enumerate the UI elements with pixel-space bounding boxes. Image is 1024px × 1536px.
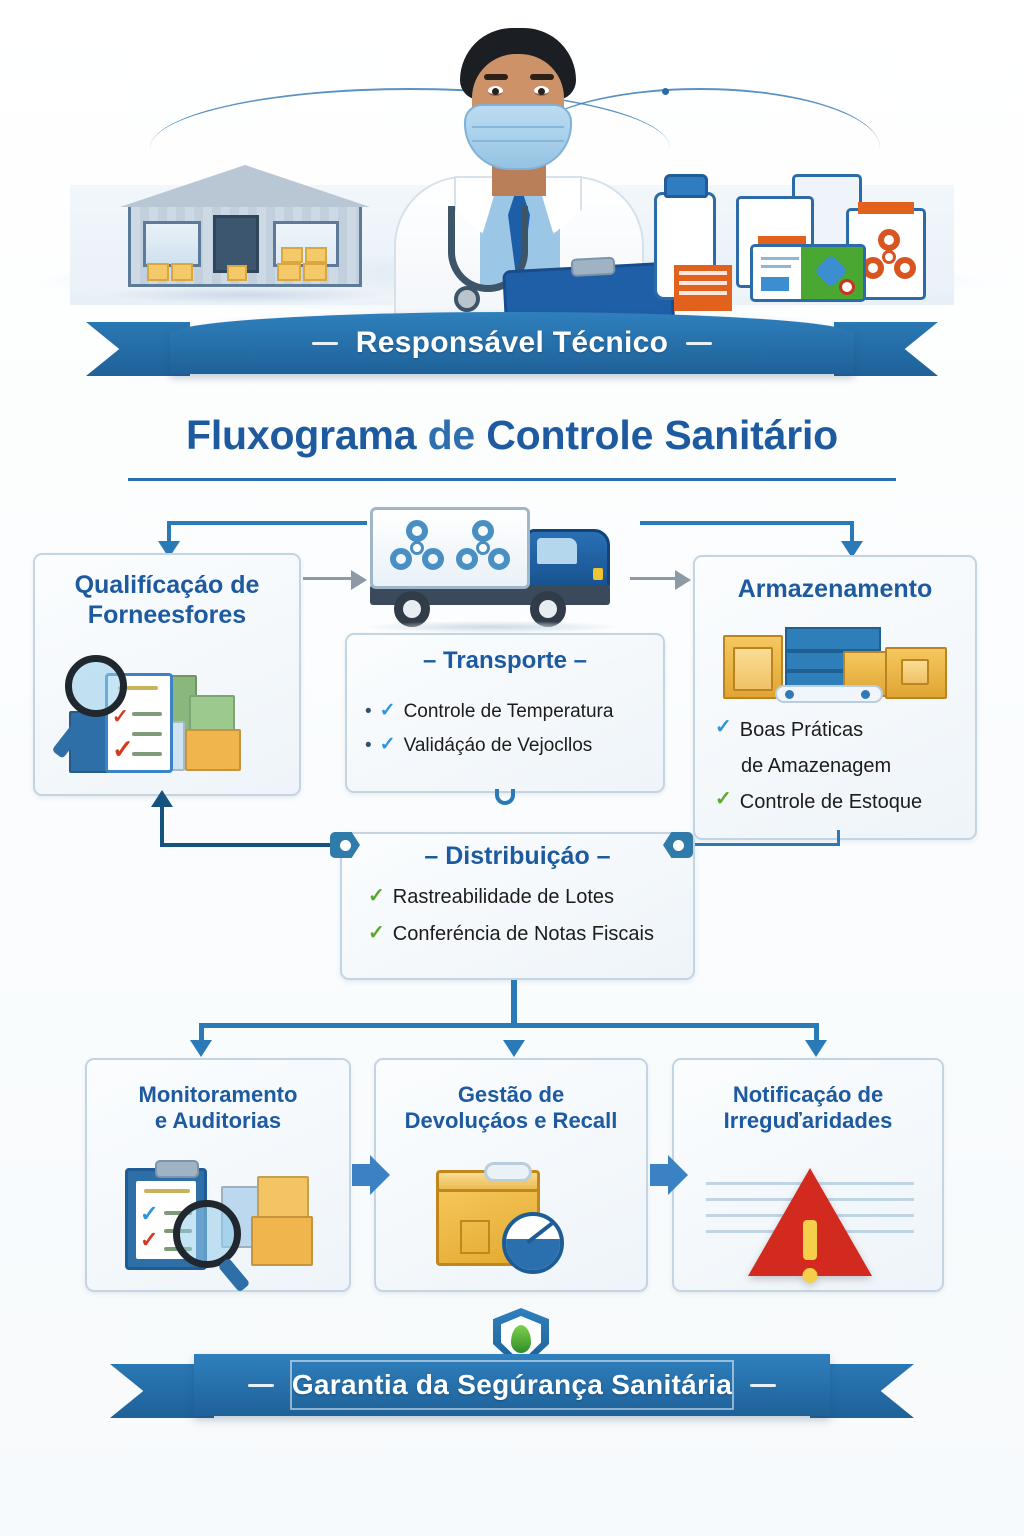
card-distribuicao-title: – Distribuiçáo – — [424, 842, 611, 870]
connector-transporte-to-distribuicao — [495, 789, 515, 805]
card-armazenamento[interactable]: Armazenamento ✓ Boas Práticas de Amazena… — [693, 555, 977, 840]
list-item: ✓ Controle de Estoque — [715, 789, 922, 815]
ribbon-dash-left-icon — [311, 341, 338, 345]
check-icon: ✓ — [715, 788, 732, 810]
arrow-monitoramento-to-gestao — [352, 1155, 390, 1195]
audit-checklist-icon: ✓ ✓ — [111, 1154, 329, 1293]
card-monitoramento-title-line1: Monitoramento — [138, 1082, 298, 1107]
list-item: de Amazenagem — [715, 753, 922, 779]
connector-qualificacao-to-transporte — [303, 577, 353, 580]
ribbon-dash-right-icon — [686, 341, 713, 345]
connector-split-right-v — [814, 1023, 819, 1045]
list-item-label: Validáçáo de Vejocllos — [403, 735, 593, 756]
list-item: • ✓ Controle de Temperatura — [365, 700, 614, 722]
card-monitoramento-auditorias[interactable]: Monitoramento e Auditorias ✓ ✓ — [85, 1058, 351, 1293]
card-gestao-devolucoes-recall[interactable]: Gestão de Devoluçáos e Recall — [374, 1058, 648, 1292]
list-item: • ✓ Validáçáo de Vejocllos — [365, 734, 593, 756]
armazenamento-item-list: ✓ Boas Práticas de Amazenagem ✓ Controle… — [715, 717, 922, 825]
connector-transporte-to-armazenamento — [630, 577, 677, 580]
hero-illustration — [0, 0, 1024, 330]
check-icon: ✓ — [368, 922, 385, 944]
hero-ribbon: Responsável Técnico — [86, 312, 938, 376]
connector-top-right-h — [640, 521, 854, 525]
swoosh-dot-icon — [662, 88, 669, 95]
footer-dash-left-icon — [247, 1383, 274, 1387]
card-notificacao-title-line1: Notificaçáo de — [732, 1082, 884, 1107]
check-icon: ✓ — [368, 885, 385, 907]
title-divider — [128, 478, 896, 481]
card-qualificacao-title-line1: Qualifícaçáo de — [74, 571, 260, 599]
recall-box-icon — [426, 1160, 606, 1280]
connector-top-left-h — [167, 521, 367, 525]
check-icon: ✓ — [715, 716, 732, 738]
card-notificacao-irregularidades[interactable]: Notificaçáo de Irreguďaridades — [672, 1058, 944, 1292]
connector-feedback-v — [160, 806, 164, 847]
list-item-label: Conferéncia de Notas Fiscais — [392, 923, 654, 945]
connector-top-right-v — [850, 521, 854, 543]
card-notificacao-title: Notificaçáo de Irreguďaridades — [674, 1060, 942, 1134]
list-item-label: Controle de Estoque — [739, 791, 923, 813]
connector-distribuicao-to-armazenamento-h — [690, 843, 840, 846]
card-qualificacao-title-line2: Forneesfores — [87, 600, 247, 629]
transport-truck-icon — [366, 503, 630, 633]
pharmaceutical-products-icon — [640, 160, 940, 311]
card-monitoramento-title-line2: e Auditorias — [154, 1107, 282, 1133]
arrow-down-armazenamento — [841, 541, 863, 558]
arrow-down-monitoramento — [190, 1040, 212, 1057]
warning-triangle-icon — [748, 1168, 872, 1283]
footer-ribbon-label: Garantia da Segúrança Sanitária — [291, 1369, 733, 1400]
card-notificacao-title-line2: Irreguďaridades — [723, 1107, 893, 1133]
check-icon: ✓ — [379, 700, 396, 721]
stethoscope-icon — [448, 206, 528, 292]
connector-split-stem — [511, 980, 517, 1026]
card-qualificacao-fornecedores[interactable]: Qualifícaçáo de Forneesfores ✓ ✓ — [33, 553, 301, 796]
page-title: Fluxograma de Controle Sanitário — [0, 412, 1024, 459]
arrow-right-to-truck — [351, 570, 367, 590]
list-item-label: Boas Práticas — [739, 719, 864, 741]
card-gestao-title: Gestão de Devoluçáos e Recall — [376, 1060, 646, 1134]
card-transporte-title: – Transporte – — [422, 647, 588, 674]
list-item: ✓ Rastreabilidade de Lotes — [368, 886, 654, 909]
list-item: ✓ Conferéncia de Notas Fiscais — [368, 923, 654, 946]
swoosh-left-icon — [150, 88, 670, 148]
list-item-label: de Amazenagem — [741, 755, 892, 777]
footer-dash-right-icon — [750, 1383, 777, 1387]
warehouse-icon — [105, 165, 385, 304]
card-transporte[interactable]: – Transporte – • ✓ Controle de Temperatu… — [345, 633, 665, 793]
card-gestao-title-line1: Gestão de — [457, 1082, 565, 1107]
technical-responsible-icon — [388, 20, 676, 330]
check-icon: ✓ — [379, 734, 396, 755]
storage-shelf-icon — [723, 623, 951, 715]
card-armazenamento-title: Armazenamento — [737, 575, 933, 603]
card-distribuicao[interactable]: – Distribuiçáo – ✓ Rastreabilidade de Lo… — [340, 832, 695, 980]
card-qualificacao-title: Qualifícaçáo de Forneesfores — [35, 555, 299, 630]
list-item: ✓ Boas Práticas — [715, 717, 922, 743]
footer-ribbon: Garantia da Segúrança Sanitária — [110, 1354, 914, 1418]
title-part-3: Controle Sanitário — [486, 412, 839, 458]
connector-distribuicao-to-armazenamento-v — [837, 830, 840, 845]
card-gestao-title-line2: Devoluçáos e Recall — [404, 1107, 618, 1133]
arrow-down-gestao — [503, 1040, 525, 1057]
title-part-2: de — [427, 412, 476, 458]
arrow-up-to-qualificacao — [151, 790, 173, 807]
list-item-label: Rastreabilidade de Lotes — [392, 886, 615, 908]
connector-split-left-v — [199, 1023, 204, 1045]
arrow-down-notificacao — [805, 1040, 827, 1057]
connector-top-left-v — [167, 521, 171, 543]
arrow-gestao-to-notificacao — [650, 1155, 688, 1195]
list-item-label: Controle de Temperatura — [403, 701, 614, 722]
transporte-item-list: • ✓ Controle de Temperatura • ✓ Validáçá… — [365, 701, 613, 769]
card-monitoramento-title: Monitoramento e Auditorias — [87, 1060, 349, 1134]
hero-ribbon-label: Responsável Técnico — [355, 326, 669, 359]
face-mask-icon — [464, 104, 572, 170]
connector-feedback-h — [160, 843, 336, 847]
title-part-1: Fluxograma — [185, 412, 417, 458]
arrow-right-to-armazenamento — [675, 570, 691, 590]
supplier-audit-icon: ✓ ✓ — [51, 651, 277, 779]
distribuicao-item-list: ✓ Rastreabilidade de Lotes ✓ Conferéncia… — [368, 886, 654, 960]
connector-split-h — [199, 1023, 819, 1028]
